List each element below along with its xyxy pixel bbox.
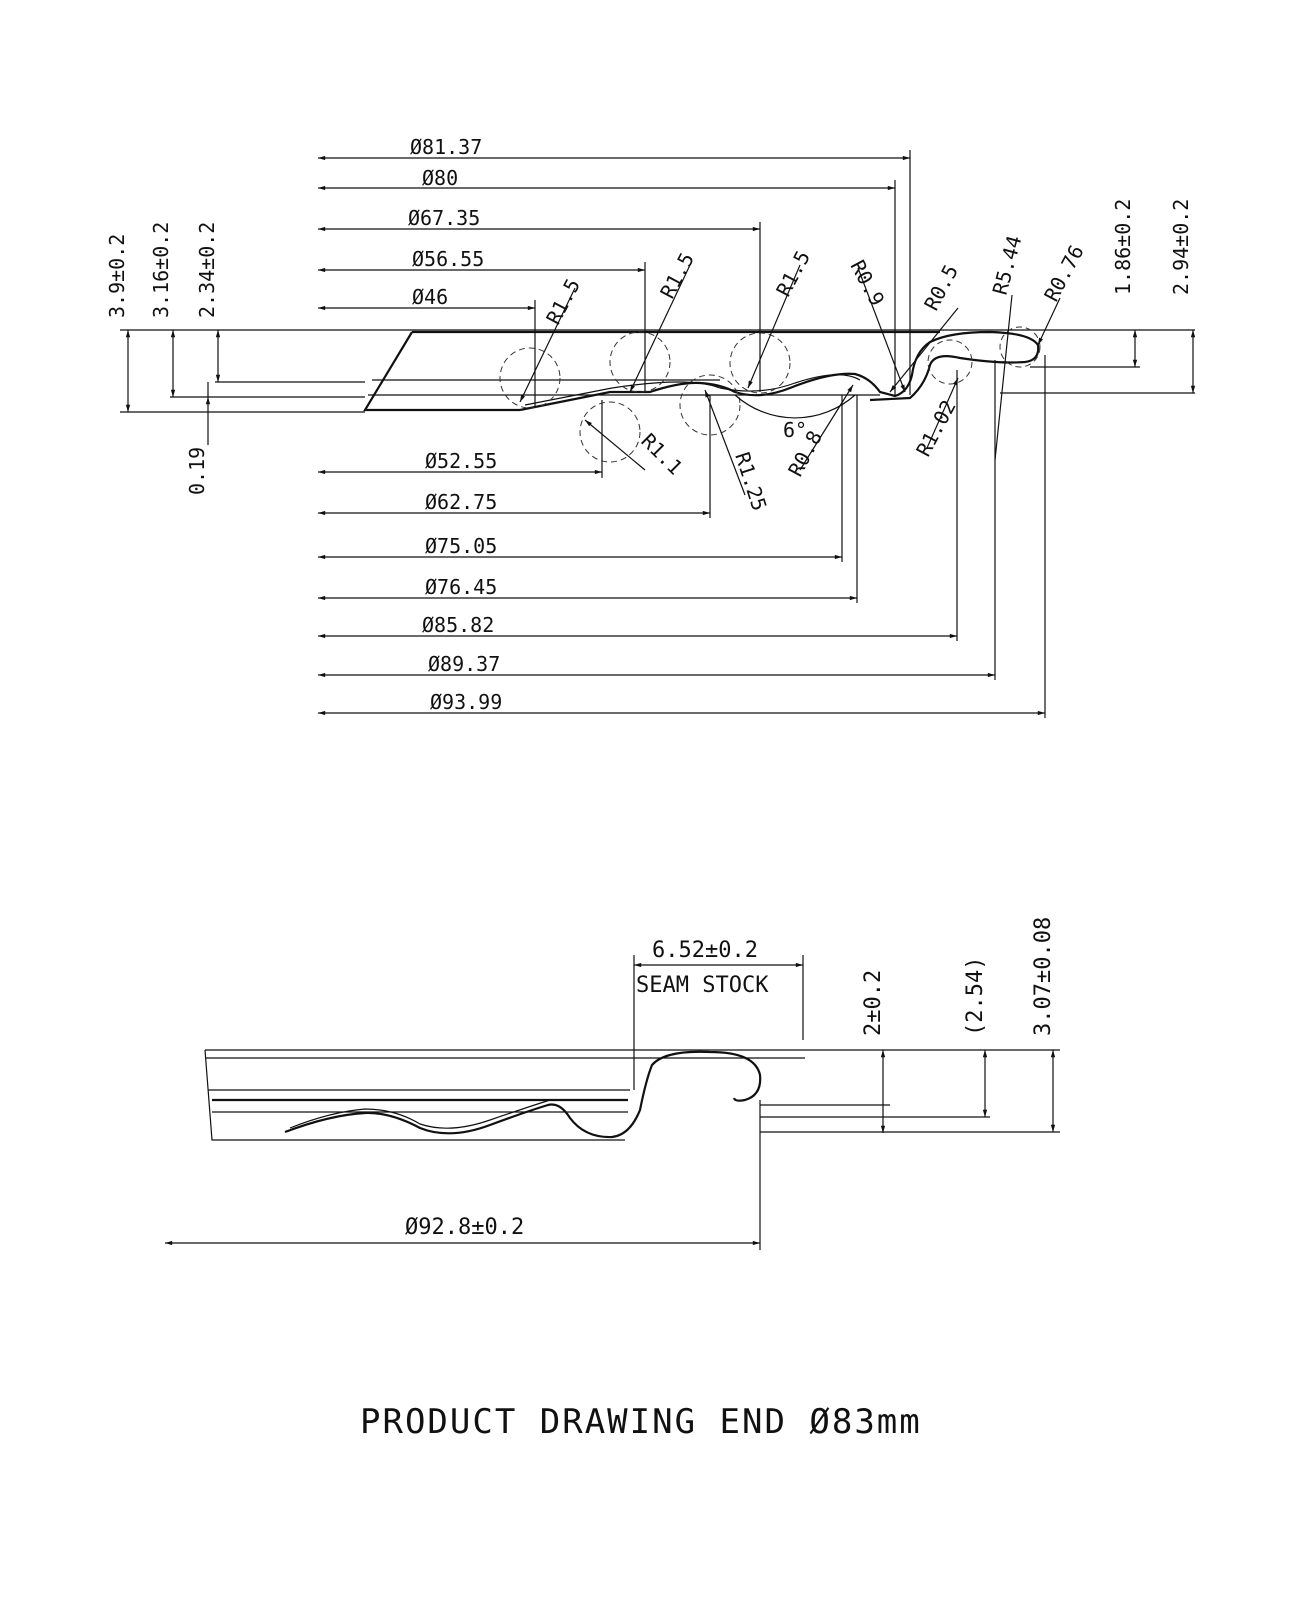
seam-stock-label: SEAM STOCK bbox=[636, 973, 769, 998]
radius-label-r1-5-a: R1.5 bbox=[541, 275, 585, 329]
leader-r0-5 bbox=[889, 307, 959, 393]
seam-body-outline bbox=[204, 1049, 625, 1141]
dim-label-d67: Ø67.35 bbox=[408, 206, 480, 230]
radius-label-r0-76: R0.76 bbox=[1039, 241, 1088, 305]
seamed-profile-section: 6.52±0.2 SEAM STOCK 2±0.2 (2.54) 3.07±0.… bbox=[165, 917, 1060, 1250]
height-label-2-94: 2.94±0.2 bbox=[1169, 199, 1193, 295]
radius-label-r0-5: R0.5 bbox=[919, 261, 963, 315]
radius-circle bbox=[679, 374, 741, 436]
dim-label-d85: Ø85.82 bbox=[422, 613, 494, 637]
dim-label-d56: Ø56.55 bbox=[412, 247, 484, 271]
drawing-title: PRODUCT DRAWING END Ø83mm bbox=[360, 1402, 922, 1442]
leader-r0-76 bbox=[1037, 297, 1061, 346]
radius-label-r1-1: R1.1 bbox=[636, 429, 687, 480]
dim-label-d62: Ø62.75 bbox=[425, 490, 497, 514]
radius-label-r0-9: R0.9 bbox=[846, 256, 890, 310]
dim-label-d46: Ø46 bbox=[412, 285, 448, 309]
radius-circle bbox=[927, 339, 973, 385]
radius-circle bbox=[499, 347, 561, 409]
height-label-1-86: 1.86±0.2 bbox=[1111, 199, 1135, 295]
leader-r1-1 bbox=[584, 419, 646, 471]
radius-circle bbox=[609, 331, 671, 393]
leader-r1-5-c bbox=[747, 264, 801, 389]
height-label-3-9: 3.9±0.2 bbox=[105, 234, 129, 318]
height-label-3-07: 3.07±0.08 bbox=[1031, 917, 1056, 1036]
dim-label-d93: Ø93.99 bbox=[430, 690, 502, 714]
radius-label-r1-5-b: R1.5 bbox=[655, 249, 699, 303]
dim-label-d81: Ø81.37 bbox=[410, 135, 482, 159]
dim-label-d89: Ø89.37 bbox=[428, 652, 500, 676]
leader-r0-9 bbox=[857, 267, 906, 393]
angle-arc bbox=[734, 394, 856, 419]
seam-inner-trace bbox=[289, 1099, 551, 1129]
height-label-2-34: 2.34±0.2 bbox=[195, 222, 219, 318]
top-profile-section: Ø81.37 Ø80 Ø67.35 Ø56.55 Ø46 Ø52.55 Ø62.… bbox=[105, 135, 1196, 718]
dim-label-d75: Ø75.05 bbox=[425, 534, 497, 558]
leader-r1-5-a bbox=[519, 287, 576, 403]
panel-left-edge bbox=[363, 331, 520, 412]
radius-circle bbox=[579, 401, 641, 463]
leader-r1-25 bbox=[704, 389, 746, 496]
diameter-label: Ø92.8±0.2 bbox=[405, 1215, 524, 1240]
seam-width-label: 6.52±0.2 bbox=[652, 938, 758, 963]
height-label-3-16: 3.16±0.2 bbox=[149, 222, 173, 318]
dim-label-d52: Ø52.55 bbox=[425, 449, 497, 473]
radius-label-r5-44: R5.44 bbox=[988, 233, 1027, 297]
radius-circle bbox=[999, 326, 1041, 368]
radius-label-r1-02: R1.02 bbox=[911, 396, 960, 460]
thickness-label: 0.19 bbox=[185, 447, 209, 495]
radius-label-r1-25: R1.25 bbox=[730, 449, 771, 514]
leader-r1-5-b bbox=[629, 264, 691, 393]
dim-label-d76: Ø76.45 bbox=[425, 575, 497, 599]
angle-label: 6° bbox=[783, 418, 807, 442]
leader-r1-02 bbox=[926, 377, 959, 449]
radius-label-r1-5-c: R1.5 bbox=[771, 247, 815, 301]
dim-label-d80: Ø80 bbox=[422, 166, 458, 190]
curl-profile bbox=[519, 330, 1040, 412]
height-label-2: 2±0.2 bbox=[861, 970, 886, 1036]
leader-r0-8 bbox=[799, 384, 854, 471]
seam-curl-profile bbox=[284, 1050, 762, 1139]
height-label-2-54: (2.54) bbox=[963, 957, 988, 1036]
leader-r5-44 bbox=[994, 294, 1013, 461]
profile-inner-trace bbox=[524, 374, 861, 406]
